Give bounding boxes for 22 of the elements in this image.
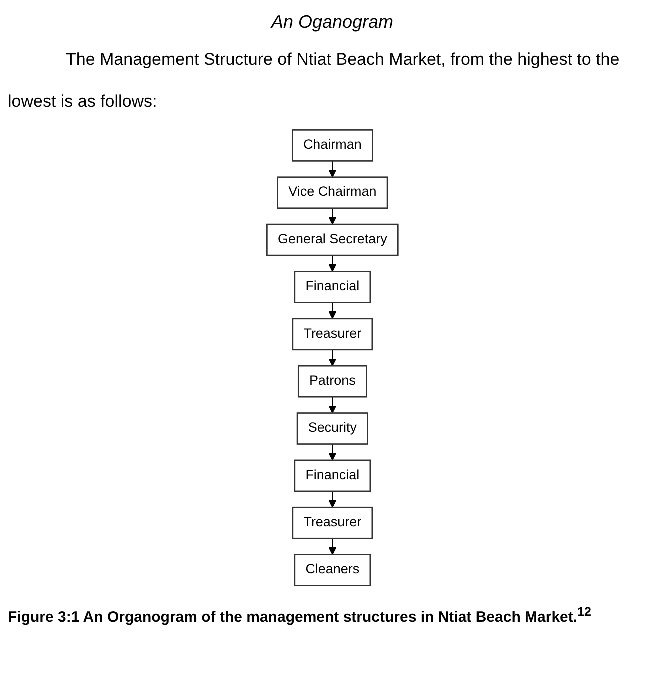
node-box: Cleaners bbox=[294, 554, 371, 586]
node-box: Vice Chairman bbox=[276, 176, 388, 210]
arrow bbox=[328, 208, 336, 225]
node-box: Treasurer bbox=[292, 318, 373, 351]
arrow bbox=[328, 256, 336, 272]
figure-caption: Figure 3:1 An Organogram of the management structures in Ntiat Beach Market.$^{12}$ bbox=[8, 605, 592, 626]
arrow bbox=[328, 538, 336, 556]
arrow bbox=[328, 161, 336, 178]
arrow bbox=[328, 444, 336, 461]
node-box: Financial bbox=[294, 271, 371, 304]
intro-text: The Management Structure of Ntiat Beach Market, from the highest to the lowest is as follows: bbox=[8, 49, 621, 113]
arrow bbox=[328, 397, 336, 414]
node-box: Patrons bbox=[298, 365, 368, 398]
arrow bbox=[328, 350, 336, 366]
node-box: Financial bbox=[294, 460, 371, 492]
node-box: Chairman bbox=[292, 130, 374, 162]
node-box: Treasurer bbox=[292, 506, 373, 540]
arrow bbox=[328, 302, 336, 320]
title: An Oganogram bbox=[270, 12, 395, 33]
node-box: General Secretary bbox=[266, 224, 399, 256]
arrow bbox=[328, 491, 336, 508]
node-box: Security bbox=[296, 412, 368, 445]
